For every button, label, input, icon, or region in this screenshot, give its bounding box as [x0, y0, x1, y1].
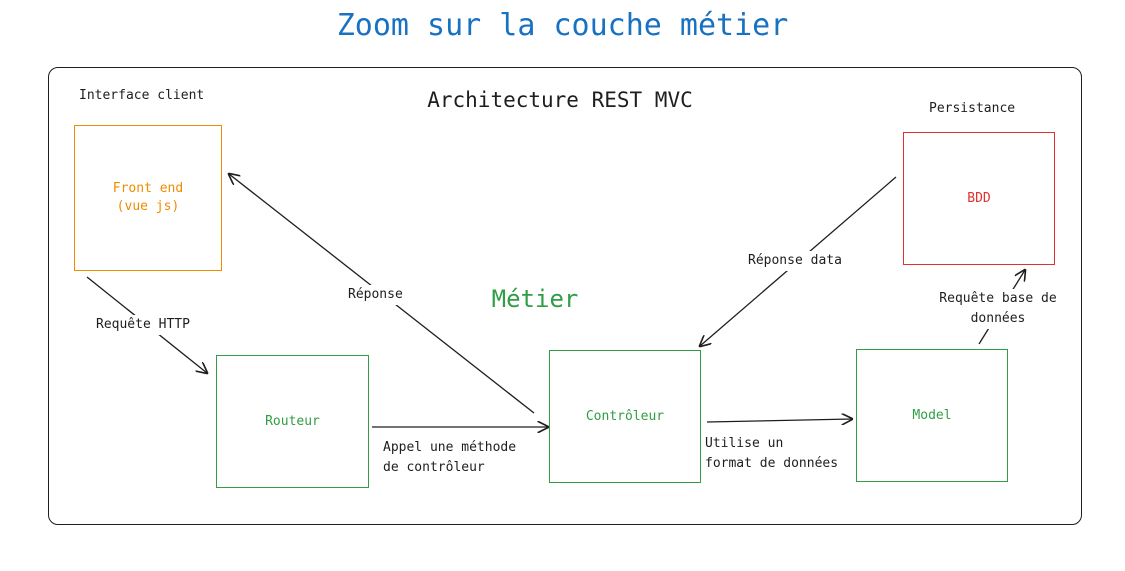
- routeur-node: Routeur: [216, 355, 369, 488]
- page-title: Zoom sur la couche métier: [336, 8, 789, 43]
- model-node-label: Model: [912, 407, 952, 423]
- bdd-node-label: BDD: [967, 190, 991, 206]
- requete-bdd-label: Requête base de données: [933, 289, 1063, 329]
- reponse-label: Réponse: [344, 285, 407, 305]
- routeur-node-label: Routeur: [265, 413, 320, 429]
- client-caption: Interface client: [79, 88, 205, 103]
- architecture-frame: [48, 67, 1082, 525]
- frontend-node-label: Front end (vue js): [112, 181, 184, 214]
- format-donnees-arrow: [706, 419, 852, 422]
- frontend-node: Front end (vue js): [74, 125, 222, 271]
- bdd-node: BDD: [903, 132, 1055, 265]
- metier-layer-label: Métier: [491, 285, 579, 313]
- format-donnees-label: Utilise un format de données: [705, 436, 839, 471]
- reponse-data-label: Réponse data: [744, 251, 846, 271]
- requete-http-label: Requête HTTP: [92, 315, 194, 335]
- appel-methode-label: Appel une méthode de contrôleur: [383, 440, 517, 475]
- model-node: Model: [856, 349, 1008, 482]
- persistence-caption: Persistance: [929, 101, 1016, 116]
- controleur-node: Contrôleur: [549, 350, 701, 483]
- controleur-node-label: Contrôleur: [585, 408, 665, 424]
- architecture-title: Architecture REST MVC: [427, 88, 693, 112]
